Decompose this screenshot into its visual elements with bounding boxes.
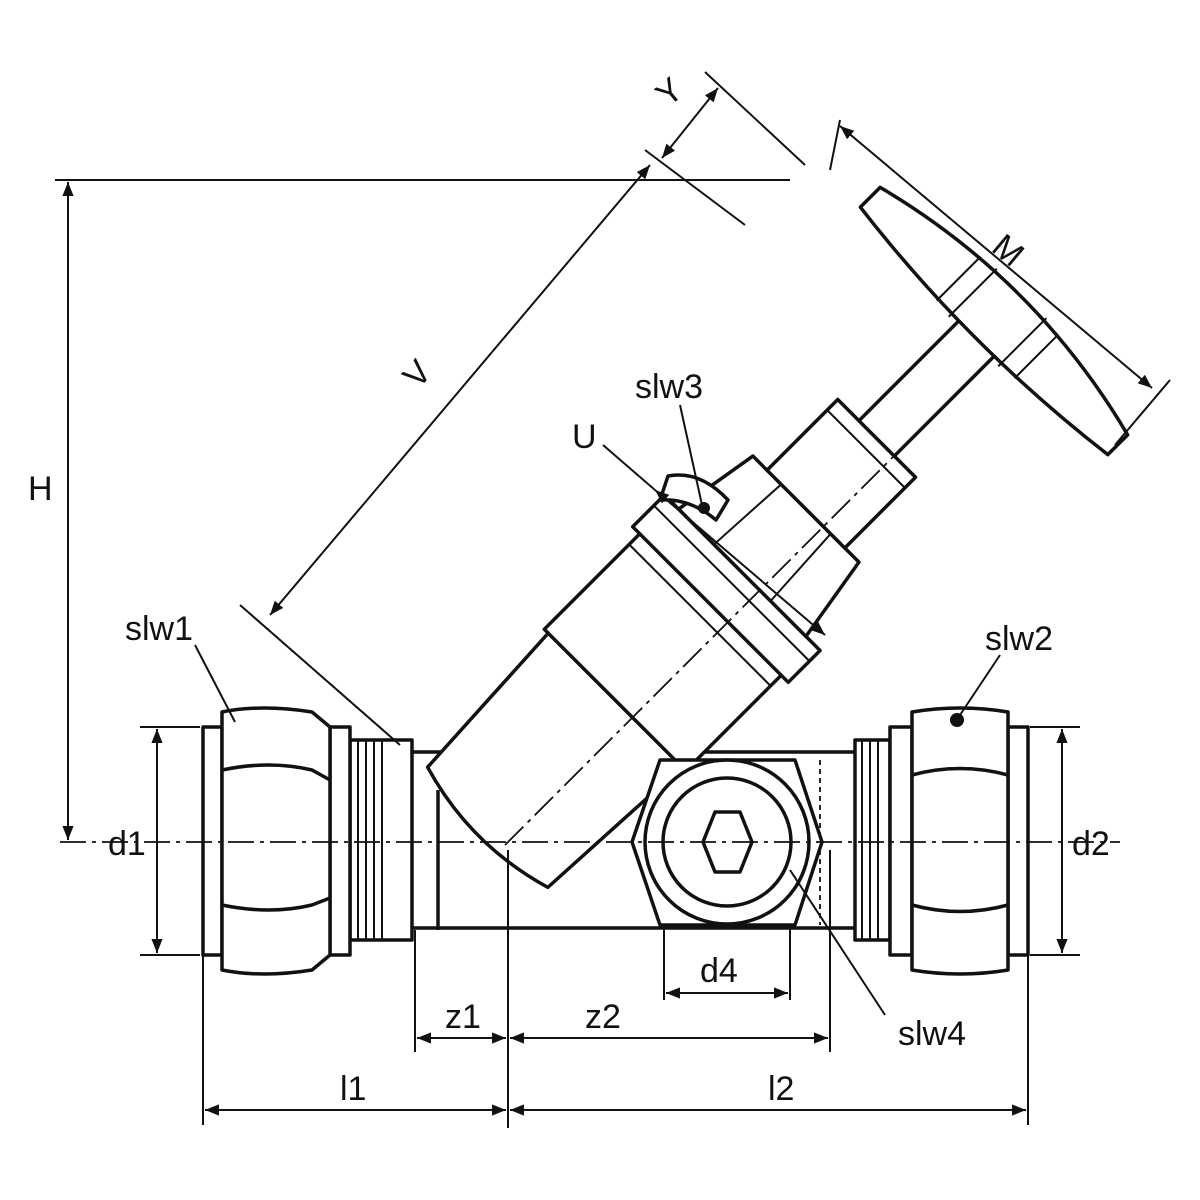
label-l2: l2 [768, 1070, 794, 1108]
dim-u [654, 489, 826, 636]
label-u: U [572, 418, 597, 456]
right-compression-nut [888, 706, 1030, 976]
right-thread-ridges [861, 740, 879, 940]
slw2-dot [950, 713, 964, 727]
label-v: V [396, 353, 440, 396]
leader-slw1 [194, 644, 236, 723]
label-d4: d4 [700, 952, 738, 990]
leader-slw2 [957, 654, 1001, 719]
label-slw3: slw3 [635, 368, 703, 406]
leader-slw3 [679, 404, 703, 506]
label-z2: z2 [585, 998, 621, 1036]
label-d1: d1 [108, 825, 146, 863]
valve-body-group [201, 185, 1130, 976]
label-z1: z1 [445, 998, 481, 1036]
labels: Y M V H U slw3 slw1 slw2 slw4 d1 d2 d4 z… [28, 70, 1110, 1108]
label-h: H [28, 470, 53, 508]
dim-y [661, 87, 719, 159]
label-slw2: slw2 [985, 620, 1053, 658]
dim-v [269, 164, 651, 616]
left-thread-ridges [357, 740, 383, 940]
dim-m [839, 125, 1153, 389]
leader-slw4 [789, 869, 886, 1016]
label-y: Y [649, 70, 691, 114]
label-l1: l1 [340, 1070, 366, 1108]
right-thread [853, 738, 892, 942]
label-slw1: slw1 [125, 610, 193, 648]
label-slw4: slw4 [898, 1015, 966, 1053]
dimensions [55, 71, 1171, 1128]
left-compression-nut [201, 706, 352, 976]
label-d2: d2 [1072, 825, 1110, 863]
